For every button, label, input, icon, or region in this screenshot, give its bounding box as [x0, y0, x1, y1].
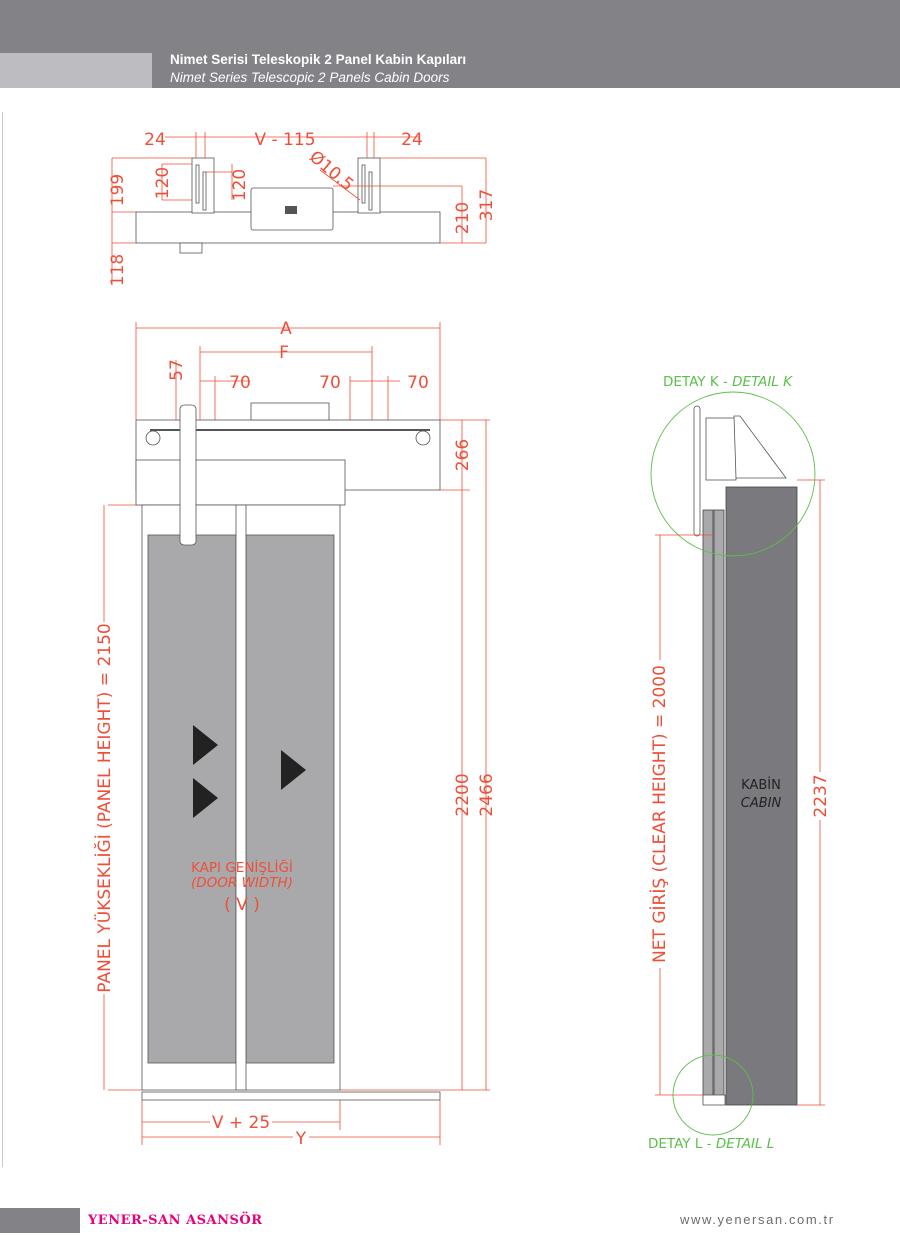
detail-l-tr: DETAY L - [648, 1136, 716, 1152]
dim-24-left: 24 [144, 130, 166, 150]
page-subtitle: Nimet Series Telescopic 2 Panels Cabin D… [170, 70, 450, 85]
dim-2237: 2237 [811, 774, 831, 817]
dim-120-a: 120 [153, 167, 173, 199]
front-view: A F 57 70 70 70 266 2200 2466 PANEL YÜKS… [93, 319, 497, 1149]
door-panel-outer [702, 509, 714, 1101]
arrow-icon [193, 725, 218, 765]
dim-2466: 2466 [477, 773, 497, 816]
header-support [733, 415, 787, 479]
motor-label [285, 206, 297, 214]
panel-gap [235, 504, 247, 1091]
panel-height-label: PANEL YÜKSEKLİĞİ (PANEL HEIGHT) = 2150 [93, 623, 115, 992]
dim-70-a: 70 [229, 373, 251, 393]
door-panel-2 [245, 534, 335, 1064]
detail-k-en: DETAIL K [732, 374, 793, 390]
dim-f: F [279, 343, 289, 363]
arrow-icon [281, 750, 306, 790]
dim-317: 317 [477, 189, 497, 221]
top-view: 24 V - 115 24 199 118 120 120 Ø10.5 210 … [108, 130, 497, 286]
door-width-tr: KAPI GENİŞLİĞİ [191, 858, 293, 876]
dim-2200: 2200 [453, 773, 473, 816]
label-bg [293, 1130, 309, 1146]
header-bracket [705, 417, 737, 481]
slot [368, 171, 373, 211]
door-sill [141, 1091, 441, 1101]
label-bg [812, 772, 830, 820]
clear-height-label: NET GİRİŞ (CLEAR HEIGHT) = 2000 [649, 665, 670, 963]
arrow-icon [193, 778, 218, 818]
slot [361, 164, 366, 204]
margin-line [2, 112, 3, 1167]
dim-a: A [280, 319, 292, 339]
dim-118: 118 [108, 254, 128, 286]
page-title: Nimet Serisi Teleskopik 2 Panel Kabin Ka… [170, 52, 467, 67]
footer-block [0, 1208, 80, 1233]
dim-57: 57 [167, 359, 187, 381]
door-hanger-plate [179, 404, 197, 546]
slot [202, 171, 207, 211]
slot [195, 164, 200, 204]
door-width-en: (DOOR WIDTH) [191, 875, 293, 891]
dim-199: 199 [108, 174, 128, 206]
dim-266: 266 [453, 439, 473, 471]
detail-k-circle [650, 391, 816, 557]
detail-k-label: DETAY K - DETAIL K [663, 374, 793, 390]
roller [179, 242, 203, 254]
pulley-left [145, 430, 161, 446]
dim-70-b: 70 [319, 373, 341, 393]
label-bg [652, 660, 670, 968]
dim-v-plus-25: V + 25 [212, 1113, 270, 1133]
detail-l-en: DETAIL L [716, 1136, 774, 1152]
hanger-assembly [135, 459, 346, 506]
dim-70-c: 70 [407, 373, 429, 393]
cabin-wall [725, 486, 798, 1106]
dimension-lines [111, 132, 487, 285]
motor [250, 402, 330, 421]
label-bg [210, 1114, 272, 1130]
pulley-right [415, 430, 431, 446]
website-link[interactable]: www.yenersan.com.tr [680, 1212, 835, 1227]
dim-v-115: V - 115 [254, 130, 315, 150]
door-panel-1 [147, 534, 237, 1064]
door-panel-inner [713, 509, 725, 1101]
dim-24-right: 24 [401, 130, 423, 150]
side-view: DETAY K - DETAIL K DETAY L - DETAIL L NE… [648, 374, 831, 1152]
cabin-label-en: CABIN [741, 796, 782, 811]
brand-logo: YENER-SAN ASANSÖR [88, 1213, 263, 1228]
header-accent-block [0, 53, 152, 88]
dim-210: 210 [453, 202, 473, 234]
label-bg [96, 622, 114, 994]
sill-guide [702, 1094, 726, 1106]
detail-l-label: DETAY L - DETAIL L [648, 1136, 774, 1152]
door-hanger-plate [693, 405, 701, 537]
dim-y: Y [295, 1129, 307, 1149]
cabin-label-tr: KABİN [741, 777, 781, 793]
door-width-v: ( V ) [224, 895, 260, 915]
dim-120-b: 120 [230, 169, 250, 201]
detail-k-tr: DETAY K - [663, 374, 732, 390]
